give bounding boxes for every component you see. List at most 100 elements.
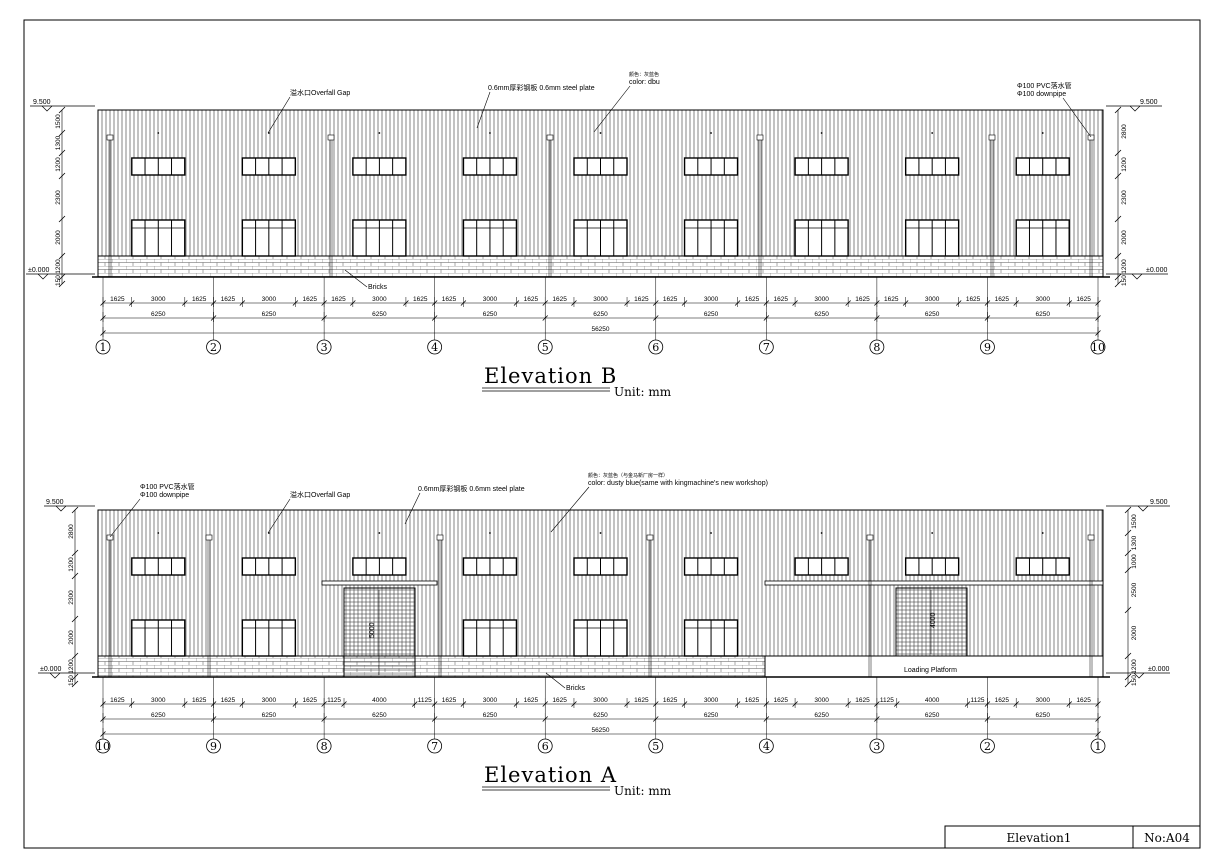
elevation-b-seg-dim-20: 1625 (855, 296, 870, 303)
elevation-a-seg-dim-6: 1125 (327, 697, 341, 704)
elevation-a-seg-dim-25: 3000 (1035, 697, 1050, 704)
elevation-a-left-dim-4: 1200 (68, 659, 75, 674)
elevation-b-seg-dim-7: 3000 (372, 296, 387, 303)
elevation-a-door-1-height: 5000 (369, 622, 376, 638)
elevation-b-right-dim-0: 2800 (1121, 124, 1128, 139)
elevation-b-total-dim-0: 56250 (591, 326, 609, 333)
elevation-a-brick-base (97, 655, 766, 678)
elevation-b-axis-6: 6 (648, 339, 664, 355)
elevation-a-axis-7: 7 (427, 738, 443, 754)
elevation-a-upper-window-3 (462, 557, 518, 576)
elevation-b-upper-window-2 (352, 157, 407, 176)
sheet-border (23, 19, 1201, 849)
elevation-b-seg-dim-17: 1625 (745, 296, 760, 303)
elevation-a-downpipe-0 (106, 534, 114, 677)
elevation-b-seg-dim-1: 3000 (151, 296, 166, 303)
elevation-b-seg-dim-2: 1625 (192, 296, 207, 303)
elevation-b-left-dim-5: 1200 (55, 259, 62, 274)
elevation-a-right-dim-6: 150 (1131, 675, 1138, 686)
elevation-a-note-bricks: Bricks (566, 685, 586, 692)
elevation-b: 9.500 9.500 ±0.000 ±0.000 15001300120023… (26, 71, 1168, 399)
elevation-a-seg-dim-17: 1625 (745, 697, 760, 704)
elevation-b-seg-dim-6: 1625 (331, 296, 346, 303)
elevation-b-axis-label-3: 3 (321, 341, 328, 354)
elevation-a-bay-dim-3: 6250 (483, 712, 498, 719)
elevation-a-seg-dim-3: 1625 (221, 697, 236, 704)
elevation-a-seg-dim-14: 1625 (634, 697, 649, 704)
elevation-b-seg-dim-10: 3000 (483, 296, 498, 303)
elevation-a-lower-window-3 (462, 619, 518, 657)
elevation-b-bay-dim-3: 6250 (483, 311, 498, 318)
elevation-a-bay-dim-5: 6250 (704, 712, 719, 719)
elevation-a-upper-window-2 (352, 557, 407, 576)
elevation-a-seg-dim-15: 1625 (663, 697, 678, 704)
elevation-a-seg-dim-22: 4000 (925, 697, 940, 704)
elevation-a-seg-dim-1: 3000 (151, 697, 166, 704)
elevation-a-left-dim-5: 150 (68, 675, 75, 686)
elevation-b-seg-dim-21: 1625 (884, 296, 899, 303)
elevation-a-note-steel-plate: 0.6mm厚彩钢板 0.6mm steel plate (418, 484, 525, 493)
elevation-b-seg-dim-12: 1625 (552, 296, 567, 303)
elevation-b-bay-dim-7: 6250 (925, 311, 940, 318)
elevation-a-seg-dim-18: 1625 (773, 697, 788, 704)
elevation-a: 5000 4000 Loading Platform 9.500 9.500 ±… (38, 472, 1170, 798)
elevation-b-seg-dim-13: 3000 (593, 296, 608, 303)
elevation-a-axis-4: 4 (758, 738, 774, 754)
elevation-b-seg-dim-15: 1625 (663, 296, 678, 303)
elevation-a-seg-dim-24: 1625 (995, 697, 1010, 704)
elevation-b-seg-dim-11: 1625 (524, 296, 539, 303)
elevation-a-axis-6: 6 (537, 738, 553, 754)
elevation-b-left-dim-3: 2300 (55, 190, 62, 205)
elevation-a-axis-label-8: 8 (321, 740, 328, 753)
elevation-a-seg-dim-5: 1625 (303, 697, 318, 704)
elevation-a-canopy-2 (764, 580, 1104, 586)
elevation-b-bay-dim-4: 6250 (593, 311, 608, 318)
elevation-a-seg-dim-26: 1625 (1076, 697, 1091, 704)
elevation-b-downpipe-3 (756, 134, 764, 277)
elevation-b-upper-window-4 (573, 157, 628, 176)
elevation-a-axis-label-10: 10 (96, 740, 110, 753)
elevation-b-bay-dim-6: 6250 (814, 311, 829, 318)
elevation-b-downpipe-1 (327, 134, 335, 277)
elevation-a-annotations: Φ100 PVC落水管 Φ100 downpipe 溢水口Overfall Ga… (109, 472, 768, 692)
title-block: Elevation1 No:A04 (944, 825, 1201, 849)
elevation-b-axis-label-9: 9 (984, 341, 991, 354)
elevation-b-upper-window-1 (241, 157, 297, 176)
elevation-b-right-dim-4: 1200 (1121, 259, 1128, 274)
elevation-b-axis-4: 4 (427, 339, 443, 355)
elevation-a-title: Elevation A (484, 763, 617, 787)
elevation-b-left-dim-0: 1500 (55, 114, 62, 129)
elevation-a-bay-dim-6: 6250 (814, 712, 829, 719)
elevation-b-upper-window-8 (1015, 157, 1070, 176)
elevation-a-rolling-door-1 (343, 587, 416, 678)
elevation-b-seg-dim-24: 1625 (995, 296, 1010, 303)
elevation-b-right-dim-2: 2300 (1121, 190, 1128, 205)
elevation-b-note-color-en: color: dbu (629, 79, 660, 86)
elevation-b-seg-dim-19: 3000 (814, 296, 829, 303)
elevation-b-dimension-lines: 1625 3000 1625 1625 3000 1625 1625 3000 1625 1625… (100, 296, 1101, 337)
elevation-a-left-dim-3: 2000 (68, 630, 75, 645)
elevation-b-downpipe-4 (988, 134, 996, 277)
elevation-a-seg-dim-8: 1125 (418, 697, 432, 704)
elevation-b-axis-label-4: 4 (431, 341, 438, 354)
elevation-a-axis-label-3: 3 (873, 740, 880, 753)
elevation-a-axis-label-4: 4 (763, 740, 770, 753)
elevation-b-lower-window-3 (462, 219, 518, 257)
elevation-a-bay-dim-7: 6250 (925, 712, 940, 719)
elevation-a-left-dim-1: 1200 (68, 557, 75, 572)
elevation-b-seg-dim-9: 1625 (442, 296, 457, 303)
elevation-a-bay-dim-0: 6250 (151, 712, 166, 719)
elevation-a-axis-label-9: 9 (210, 740, 217, 753)
elevation-a-level-top-left: 9.500 (46, 499, 64, 506)
elevation-a-downpipe-3 (646, 534, 654, 677)
elevation-b-note-color-cn: 颜色：灰蓝色 (629, 71, 659, 78)
elevation-a-right-dim-3: 2500 (1131, 582, 1138, 597)
elevation-a-note-overfall: 溢水口Overfall Gap (290, 490, 350, 499)
elevation-b-lower-window-8 (1015, 219, 1070, 257)
sheet-name: Elevation1 (1007, 831, 1072, 845)
elevation-a-upper-window-7 (904, 557, 960, 576)
elevation-b-right-dim-1: 1200 (1121, 157, 1128, 172)
elevation-b-annotations: 溢水口Overfall Gap 0.6mm厚彩钢板 0.6mm steel pl… (267, 71, 1092, 291)
